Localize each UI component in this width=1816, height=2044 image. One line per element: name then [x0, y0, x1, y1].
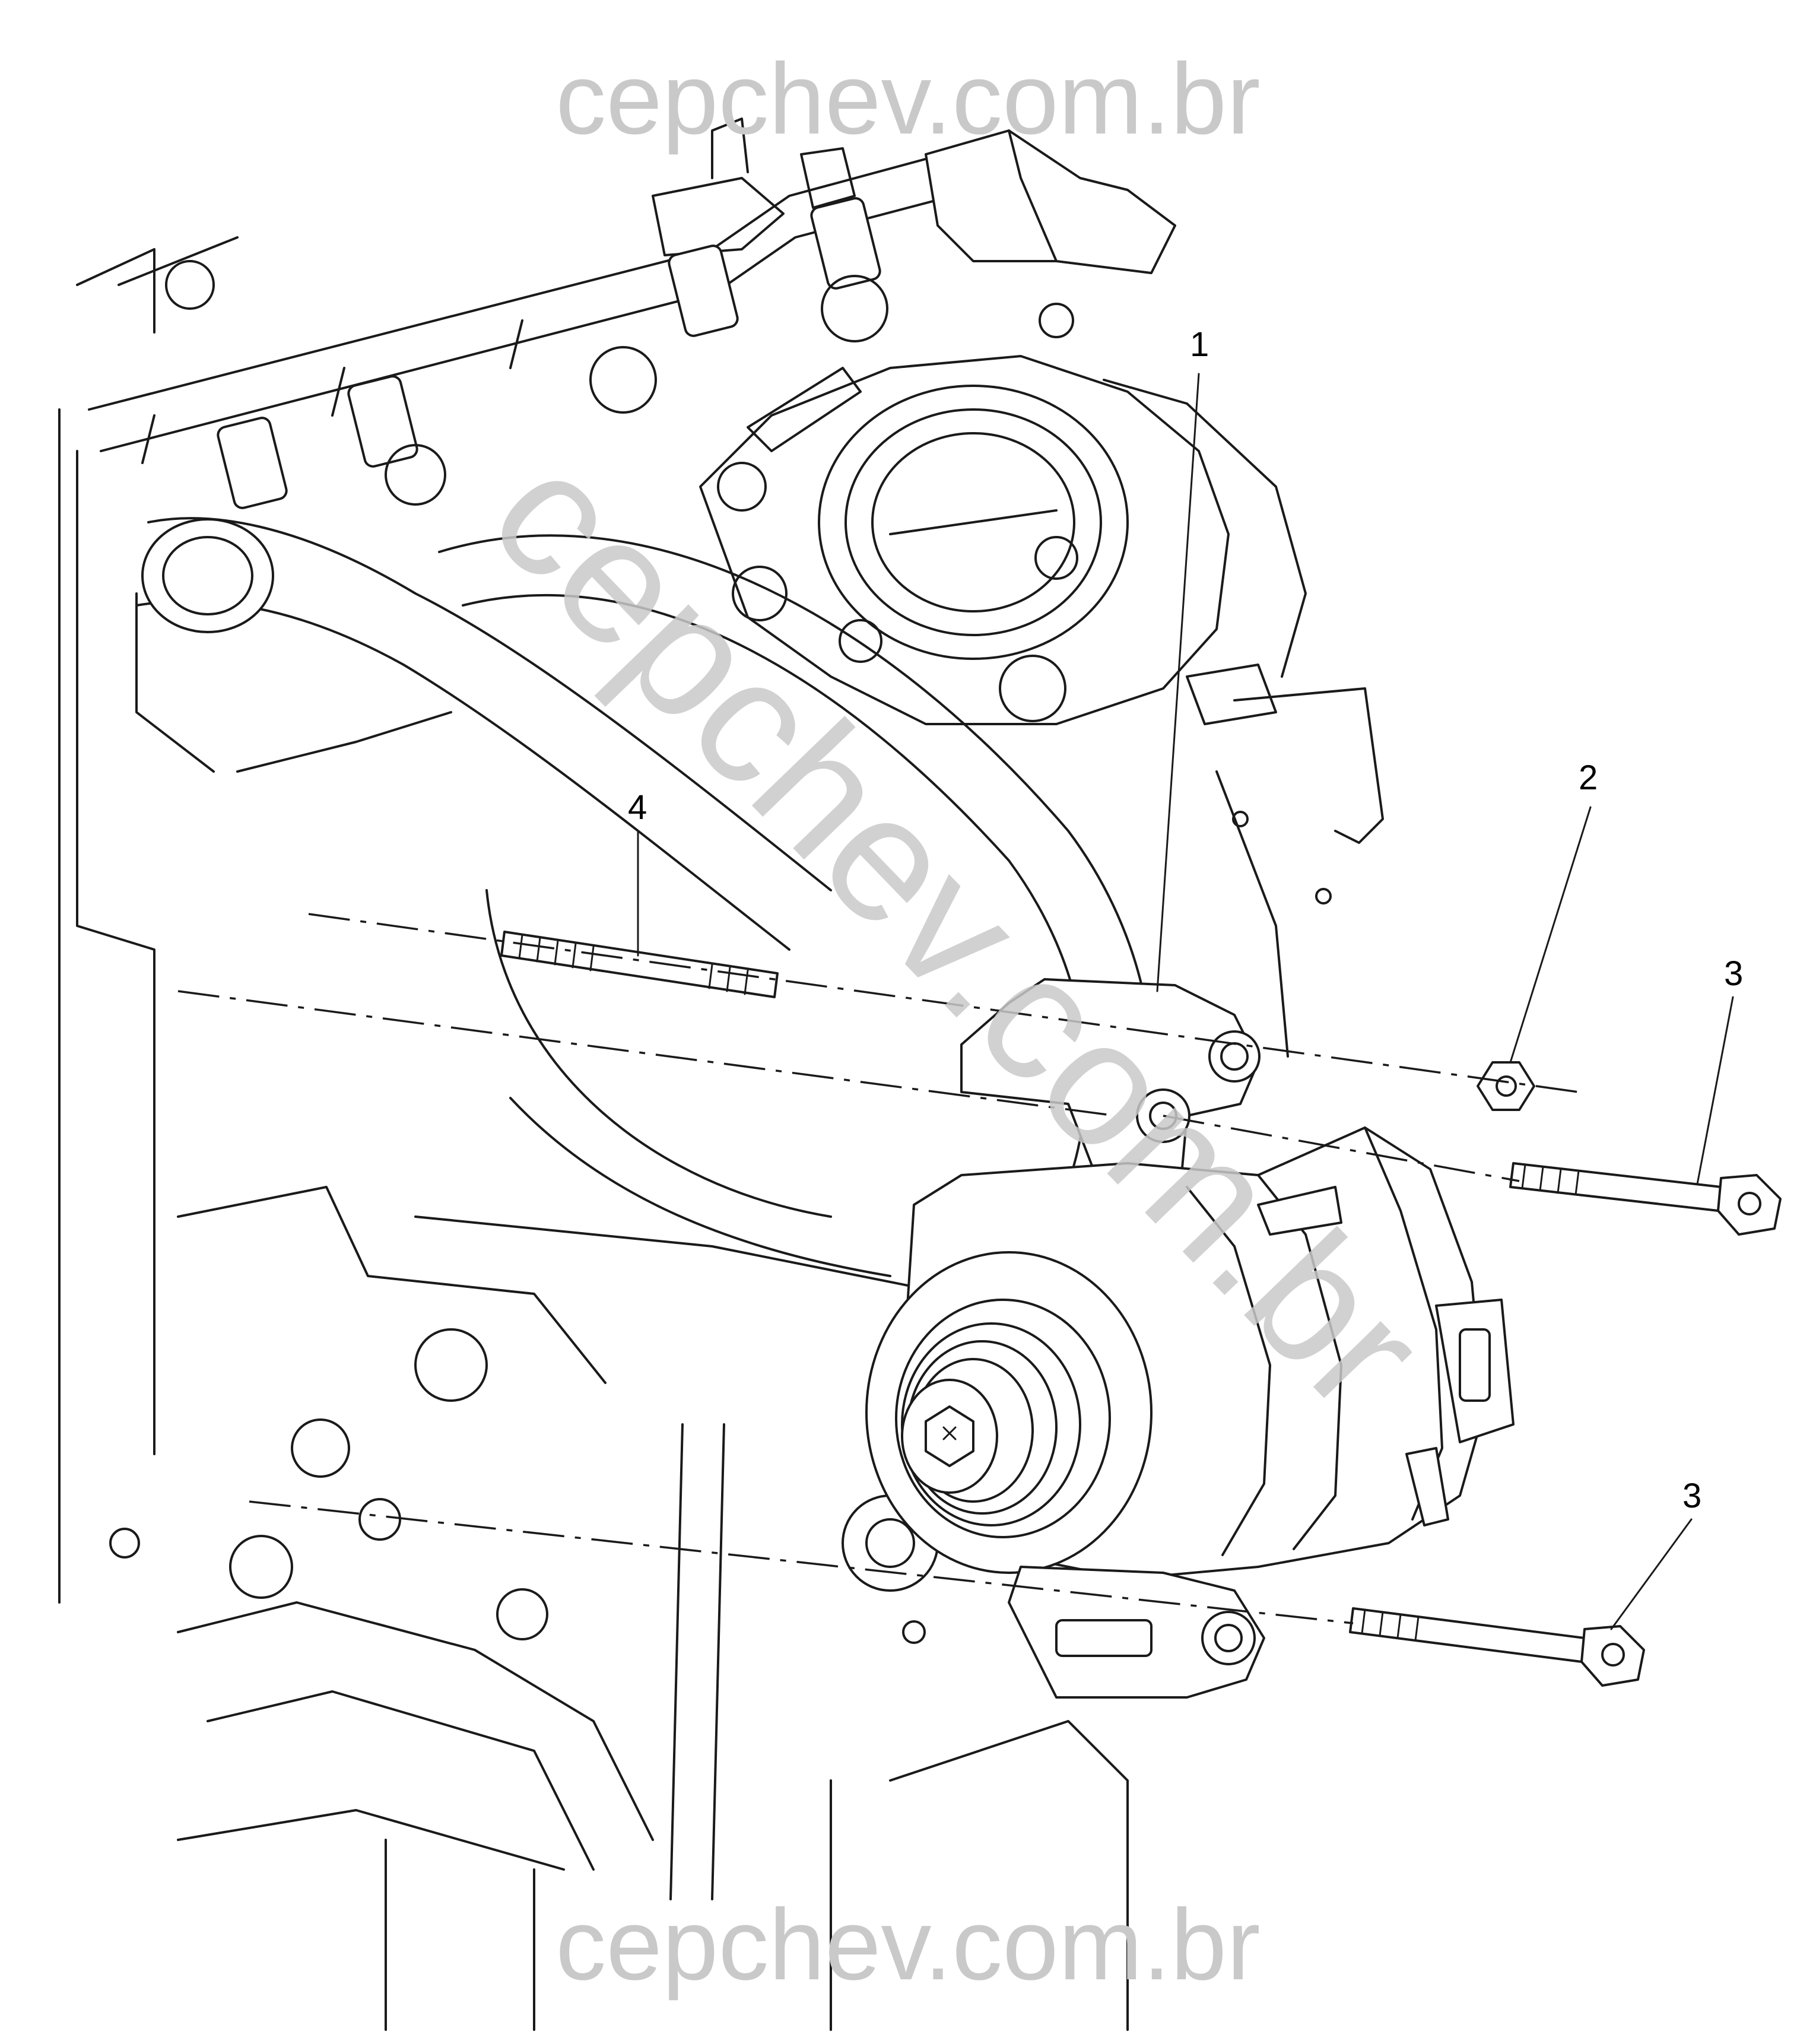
engine-block-drawing: [58, 118, 1384, 2031]
callout-1: 1: [1190, 325, 1209, 364]
fuel-injectors: [165, 197, 888, 509]
alternator-pulley: [865, 1251, 1153, 1574]
cylinder-head-outline: [58, 236, 452, 1604]
callout-3-upper: 3: [1724, 954, 1743, 993]
map-sensor: [925, 129, 1176, 338]
fuel-rail: [88, 118, 1022, 464]
bolt-lower: [1349, 1607, 1645, 1687]
right-side-bracket: [1215, 687, 1384, 1058]
watermark-bottom: cepchev.com.br: [555, 1889, 1260, 2001]
coolant-hose: [135, 517, 832, 951]
watermark-top: cepchev.com.br: [555, 43, 1260, 155]
nut: [1477, 1061, 1535, 1111]
alternator-lower-mount: [1008, 1566, 1265, 1699]
callout-2: 2: [1579, 758, 1598, 797]
throttle-body: [699, 355, 1307, 725]
bolt-upper: [1509, 1162, 1782, 1236]
lower-engine-block: [109, 1186, 1129, 2031]
leader-lines: [637, 373, 1734, 1630]
alternator: [865, 978, 1515, 1699]
callout-4: 4: [628, 788, 647, 827]
assembly-centerlines: [177, 913, 1579, 1624]
stud: [500, 931, 779, 998]
callout-3-lower: 3: [1682, 1477, 1701, 1515]
